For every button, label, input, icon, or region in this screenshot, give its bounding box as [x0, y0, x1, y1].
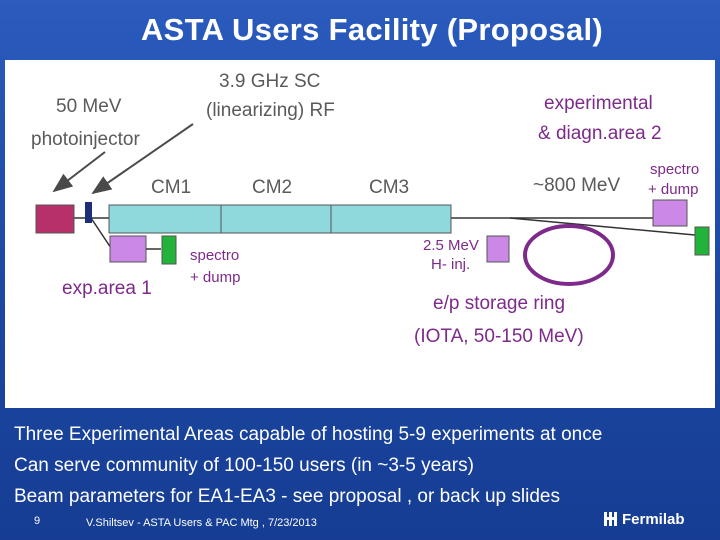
bullet-list: Three Experimental Areas capable of host… [14, 419, 714, 512]
cm1-label: CM1 [151, 177, 191, 198]
bullet-item: Three Experimental Areas capable of host… [14, 424, 603, 445]
spectro-right-label-line1: spectro [650, 161, 699, 178]
spectro-left-label-line1: spectro [190, 247, 239, 264]
sc-rf-label-line1: 3.9 GHz SC [219, 71, 320, 92]
spectrometer-magnet-left [109, 235, 147, 263]
beam-dump-left [161, 235, 177, 265]
bullet-item: Beam parameters for EA1-EA3 - see propos… [14, 486, 560, 507]
spectro-right-label-line2: + dump [648, 181, 698, 198]
cryomodule-cm1 [108, 204, 222, 234]
sc-rf-arrow [91, 123, 194, 195]
sc-rf-label-line2: (linearizing) RF [206, 100, 335, 121]
left-extraction-line [90, 217, 112, 249]
bullet-item: Can serve community of 100-150 users (in… [14, 455, 474, 476]
exp-area1-label: exp.area 1 [62, 278, 152, 299]
fermilab-logo-icon [604, 512, 617, 526]
diagram-canvas: 3.9 GHz SC (linearizing) RF 50 MeV photo… [31, 71, 710, 347]
storage-ring [523, 224, 615, 286]
cm3-label: CM3 [369, 177, 409, 198]
photoinjector-label-line1: 50 MeV [56, 96, 122, 117]
fermilab-logo: Fermilab [603, 509, 685, 529]
sc-rf-cavity [85, 202, 92, 223]
exp-area2-label-line1: experimental [544, 93, 653, 114]
logo-text: Fermilab [622, 510, 685, 528]
cryomodule-cm3 [330, 204, 452, 234]
beam-dump-right [694, 226, 710, 256]
ring-label-line1: e/p storage ring [433, 293, 565, 314]
cm2-label: CM2 [252, 177, 292, 198]
h-inj-label-line2: H- inj. [431, 256, 470, 273]
photoinjector-arrow [52, 151, 106, 193]
right-extraction-line [509, 217, 696, 236]
energy-label: ~800 MeV [533, 175, 620, 196]
ring-label-line2: (IOTA, 50-150 MeV) [414, 326, 584, 347]
photoinjector-label-line2: photoinjector [31, 129, 140, 150]
photoinjector-block [35, 204, 75, 234]
page-number: 9 [34, 515, 41, 527]
spectro-left-label-line2: + dump [190, 269, 240, 286]
spectrometer-magnet-right [652, 199, 688, 227]
cryomodule-cm2 [220, 204, 332, 234]
exp-area2-label-line2: & diagn.area 2 [538, 123, 662, 144]
h-minus-injector [486, 235, 510, 263]
h-inj-label-line1: 2.5 MeV [423, 237, 479, 254]
slide-title: ASTA Users Facility (Proposal) [140, 12, 604, 47]
facility-diagram: 3.9 GHz SC (linearizing) RF 50 MeV photo… [5, 60, 715, 408]
footer-text: V.Shiltsev - ASTA Users & PAC Mtg , 7/23… [86, 517, 317, 529]
